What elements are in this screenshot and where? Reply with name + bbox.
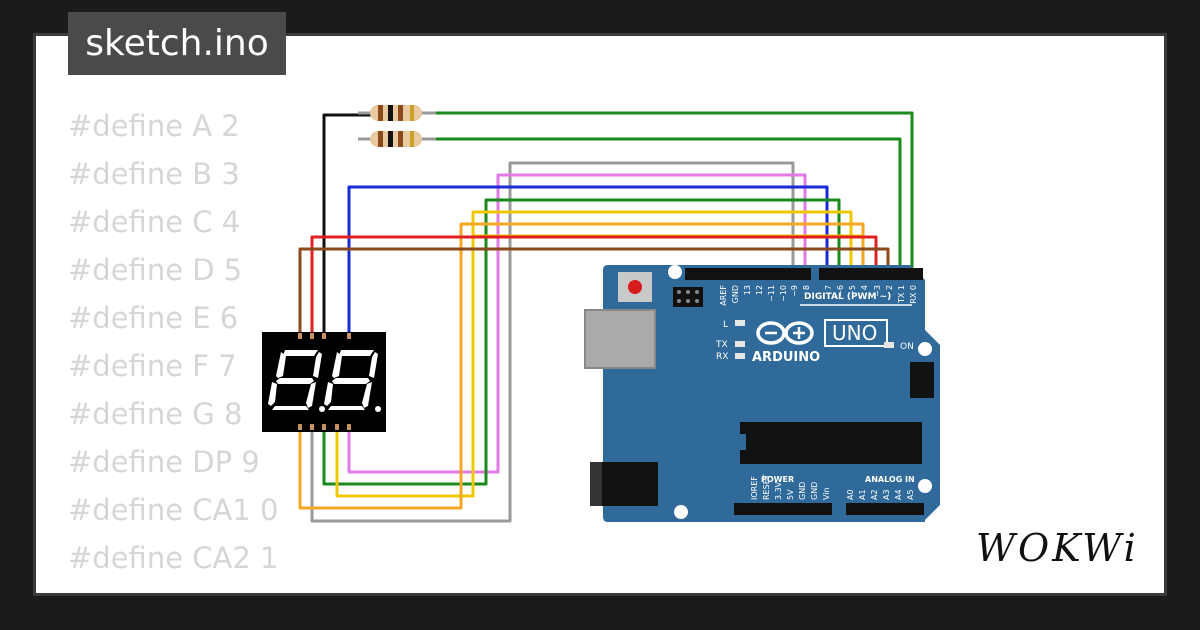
code-line: #define dly 500 xyxy=(68,582,300,593)
svg-text:3.3V: 3.3V xyxy=(774,481,783,500)
wire-yellow-1[interactable] xyxy=(335,210,853,498)
model-label: UNO xyxy=(832,321,877,345)
led-l-label: L xyxy=(723,320,728,330)
svg-text:12: 12 xyxy=(755,285,764,295)
svg-text:~5: ~5 xyxy=(848,285,857,297)
svg-text:A5: A5 xyxy=(906,489,915,500)
svg-text:~6: ~6 xyxy=(836,285,845,297)
seven-segment-display[interactable] xyxy=(262,332,386,432)
svg-text:A4: A4 xyxy=(894,489,903,500)
wires xyxy=(298,111,914,523)
digital-pwm-label: DIGITAL (PWM ~) xyxy=(804,292,891,302)
digit-1 xyxy=(268,350,325,412)
code-line: #define D 5 xyxy=(68,253,243,287)
wire-red[interactable] xyxy=(310,235,878,338)
led-tx-label: TX xyxy=(715,340,728,350)
svg-text:TX 1: TX 1 xyxy=(897,285,906,304)
code-line: #define C 4 xyxy=(68,205,241,239)
power-jack[interactable] xyxy=(590,462,658,506)
svg-text:5V: 5V xyxy=(786,489,795,500)
bottom-pin-labels: IOREF RESET 3.3V 5V GND GND Vin A0 A1 A2… xyxy=(750,474,915,500)
code-line: #define G 8 xyxy=(68,397,243,431)
svg-text:~9: ~9 xyxy=(790,285,799,297)
digital-header[interactable] xyxy=(685,268,923,280)
file-tab[interactable]: sketch.ino xyxy=(68,12,286,75)
brand-label: ARDUINO xyxy=(752,350,820,365)
reset-button[interactable] xyxy=(618,272,652,302)
led-on-label: ON xyxy=(900,342,914,352)
atmega-chip xyxy=(738,422,922,464)
svg-text:~11: ~11 xyxy=(767,285,776,302)
top-pin-labels: AREF GND 13 12 ~11 ~10 ~9 8 7 ~6 ~5 4 ~3… xyxy=(719,285,918,306)
wire-green-resistor-1[interactable] xyxy=(420,111,914,272)
svg-text:~3: ~3 xyxy=(873,285,882,297)
svg-text:IOREF: IOREF xyxy=(750,476,759,500)
code-line: #define B 3 xyxy=(68,157,240,191)
analog-header[interactable] xyxy=(846,503,924,515)
analog-in-label: ANALOG IN xyxy=(865,475,915,484)
svg-text:7: 7 xyxy=(824,285,833,290)
svg-text:AREF: AREF xyxy=(719,285,728,306)
wire-violet[interactable] xyxy=(347,173,807,474)
resistor-1[interactable] xyxy=(358,105,436,121)
usb-port[interactable] xyxy=(584,309,656,369)
wire-orange[interactable] xyxy=(298,222,865,510)
svg-text:GND: GND xyxy=(731,285,740,303)
code-line: #define CA1 0 xyxy=(68,493,279,527)
arduino-uno-board[interactable]: DIGITAL (PWM ~) POWER ANALOG IN ARDUINO … xyxy=(584,265,940,522)
svg-text:GND: GND xyxy=(810,482,819,500)
svg-text:GND: GND xyxy=(798,482,807,500)
svg-text:RX 0: RX 0 xyxy=(909,285,918,304)
led-rx-label: RX xyxy=(716,352,728,362)
infinity-logo-icon xyxy=(756,321,814,345)
code-line: #define DP 9 xyxy=(68,445,260,479)
resistor-2[interactable] xyxy=(358,131,436,147)
code-editor-lines: #define A 2 #define B 3 #define C 4 #def… xyxy=(68,102,300,593)
wire-gray[interactable] xyxy=(310,161,795,523)
svg-text:A2: A2 xyxy=(870,489,879,500)
wokwi-logo: WOKWi xyxy=(976,526,1139,570)
power-label: POWER xyxy=(761,475,794,484)
svg-text:4: 4 xyxy=(860,285,869,290)
digit-2 xyxy=(324,350,381,412)
code-line: #define A 2 xyxy=(68,109,240,143)
svg-text:Vin: Vin xyxy=(822,487,831,500)
wire-brown[interactable] xyxy=(298,247,890,338)
wire-green-resistor-2[interactable] xyxy=(420,137,902,272)
svg-text:2: 2 xyxy=(885,285,894,290)
svg-text:RESET: RESET xyxy=(762,474,771,500)
code-line: #define E 6 xyxy=(68,301,239,335)
svg-text:A3: A3 xyxy=(882,489,891,500)
wire-black[interactable] xyxy=(322,113,372,338)
wire-blue[interactable] xyxy=(347,185,829,338)
svg-text:A0: A0 xyxy=(846,489,855,500)
svg-text:~10: ~10 xyxy=(779,285,788,302)
code-line: #define CA2 1 xyxy=(68,541,279,575)
svg-text:A1: A1 xyxy=(858,489,867,500)
svg-text:13: 13 xyxy=(743,285,752,295)
svg-text:8: 8 xyxy=(802,285,811,290)
code-line: #define F 7 xyxy=(68,349,237,383)
power-header[interactable] xyxy=(734,503,832,515)
